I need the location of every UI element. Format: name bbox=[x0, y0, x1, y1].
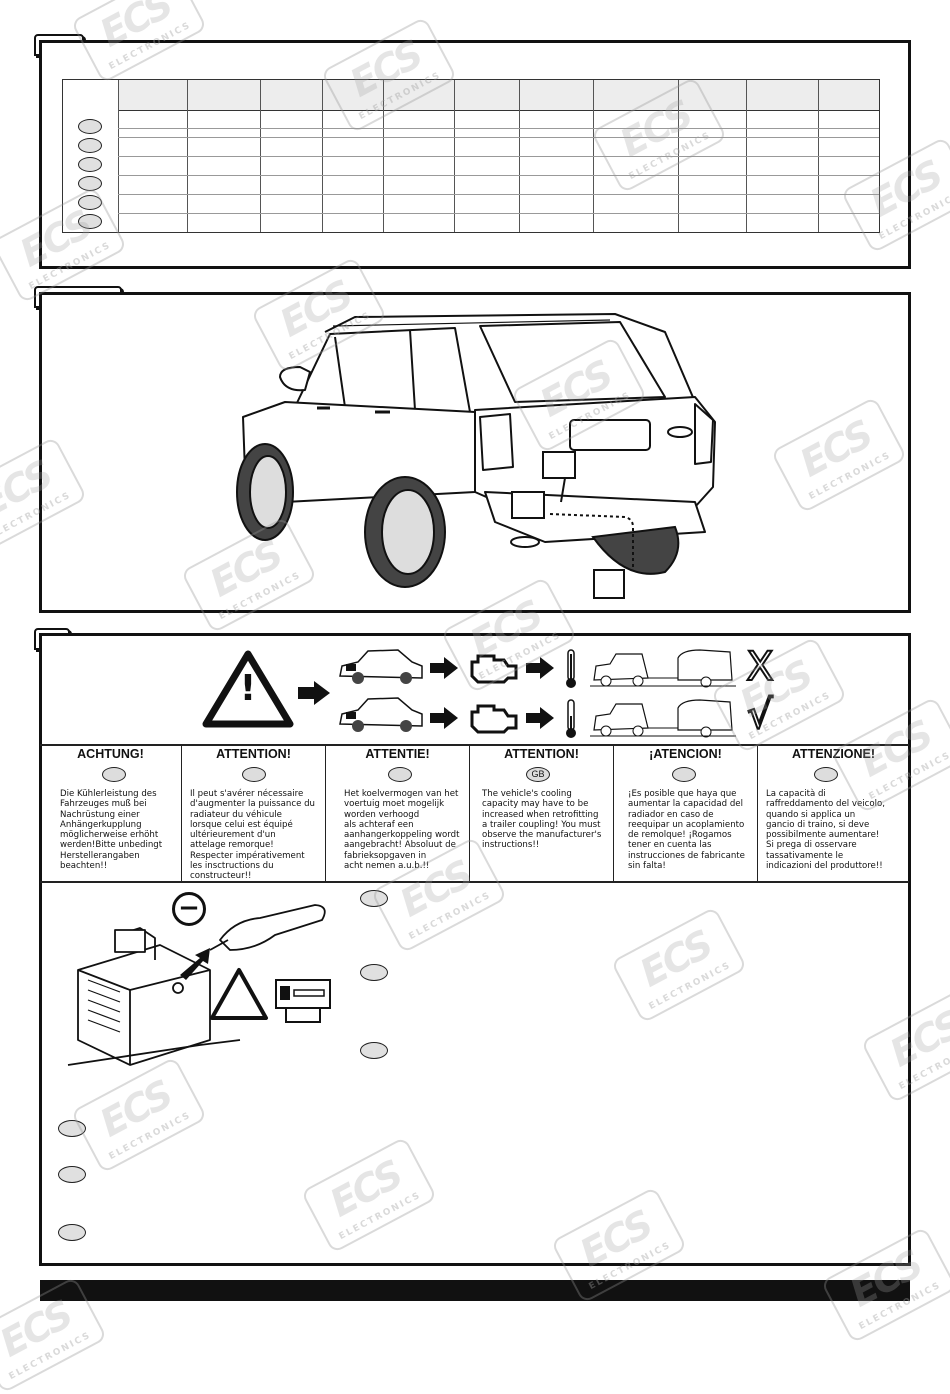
section-1-panel bbox=[39, 40, 911, 269]
warning-exclamation: ! bbox=[239, 668, 257, 709]
warning-column-it: ATTENZIONE! La capacità di raffreddament… bbox=[766, 747, 885, 872]
step-oval bbox=[360, 964, 388, 981]
table-row-oval bbox=[78, 119, 102, 134]
battery-disconnect-illustration bbox=[67, 904, 326, 1066]
minus-symbol: − bbox=[178, 893, 200, 923]
engine-icon bbox=[470, 654, 518, 684]
car-towing-caravan-icon-bottom bbox=[590, 699, 736, 738]
section-3-panel bbox=[39, 633, 911, 1266]
car-towing-caravan-icon-top bbox=[590, 649, 736, 688]
warning-column-gb: ATTENTION! GB The vehicle's cooling capa… bbox=[470, 745, 614, 881]
section-3-divider-top bbox=[40, 744, 909, 746]
engine-icon bbox=[470, 704, 518, 734]
table-row-oval bbox=[78, 214, 102, 229]
watermark-sub-text: ELECTRONICS bbox=[7, 1330, 94, 1383]
arrow-right-icon bbox=[526, 707, 554, 729]
table-row-divider bbox=[118, 213, 879, 214]
step-oval bbox=[58, 1120, 86, 1137]
warning-column-es: ¡ATENCION! ¡Es posible que haya que aume… bbox=[614, 745, 758, 881]
section-3-divider-bottom bbox=[40, 881, 909, 883]
minus-circle-icon: − bbox=[172, 892, 206, 926]
warning-column-fr: ATTENTION! Il peut s'avérer nécessaire d… bbox=[182, 745, 326, 881]
table-row-divider bbox=[118, 137, 879, 138]
step-oval bbox=[58, 1224, 86, 1241]
arrow-right-icon bbox=[526, 657, 554, 679]
fitting-table bbox=[62, 79, 880, 233]
warning-column-nl: ATTENTIE! Het koelvermogen van het voert… bbox=[326, 745, 470, 881]
thermometer-high-icon bbox=[566, 649, 576, 688]
sedan-car-icon-bottom bbox=[339, 697, 423, 732]
arrow-right-icon bbox=[430, 657, 458, 679]
warning-triangle-small-icon bbox=[210, 968, 268, 1020]
table-row-oval bbox=[78, 176, 102, 191]
warning-triangle-icon bbox=[202, 650, 294, 728]
arrow-right-icon bbox=[430, 707, 458, 729]
cross-icon: X bbox=[745, 644, 774, 690]
step-oval bbox=[360, 1042, 388, 1059]
table-row-divider bbox=[118, 175, 879, 176]
table-row-oval bbox=[78, 157, 102, 172]
table-row-oval bbox=[78, 138, 102, 153]
step-oval bbox=[58, 1166, 86, 1183]
table-row-divider bbox=[118, 156, 879, 157]
step-oval bbox=[360, 890, 388, 907]
check-icon: √ bbox=[746, 692, 774, 738]
table-header-row bbox=[118, 80, 879, 111]
table-row-oval bbox=[78, 195, 102, 210]
table-row-divider bbox=[118, 194, 879, 195]
table-row-divider bbox=[118, 128, 879, 129]
car-rear-illustration bbox=[236, 313, 716, 599]
warning-column-de: ACHTUNG! Die Kühlerleistung des Fahrzeug… bbox=[40, 745, 182, 881]
footer-bar bbox=[40, 1280, 910, 1301]
thermometer-normal-icon bbox=[566, 699, 576, 738]
sedan-car-icon-top bbox=[339, 649, 423, 684]
radio-unit-icon bbox=[275, 979, 331, 1023]
arrow-right-icon bbox=[298, 681, 330, 705]
